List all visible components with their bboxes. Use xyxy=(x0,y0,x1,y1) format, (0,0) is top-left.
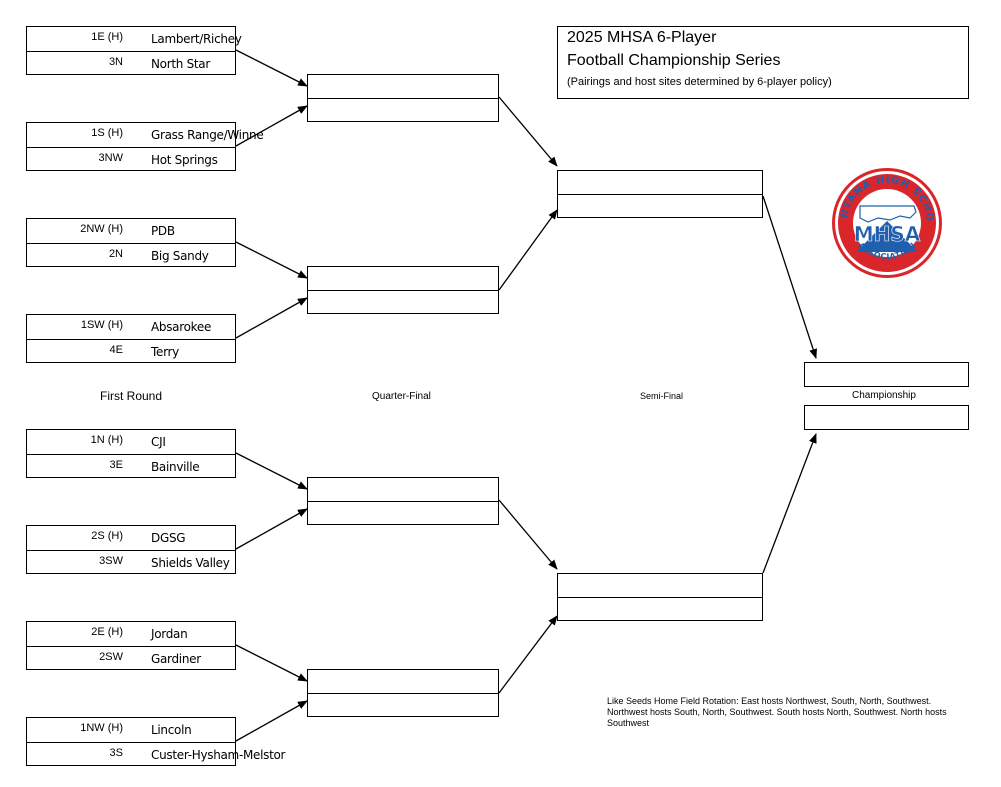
championship-slot-top xyxy=(804,362,969,387)
connector-arrow xyxy=(498,499,558,570)
round-label-quarter: Quarter-Final xyxy=(372,391,431,402)
slot-divider xyxy=(308,501,498,502)
team-name: Terry xyxy=(151,345,179,359)
championship-slot-bottom xyxy=(804,405,969,430)
team-name: Shields Valley xyxy=(151,556,230,570)
team-name: DGSG xyxy=(151,531,186,545)
team-name: Jordan xyxy=(151,627,188,641)
connector-arrow xyxy=(235,49,308,87)
matchup-top-row: 2S (H) DGSG xyxy=(27,526,235,550)
matchup-top-row: 1NW (H) Lincoln xyxy=(27,718,235,742)
montana-state-shape xyxy=(859,205,917,223)
title-subtitle: (Pairings and host sites determined by 6… xyxy=(567,76,832,88)
matchup-bottom-row: 2SW Gardiner xyxy=(27,646,235,671)
matchup-bottom-row: 3NW Hot Springs xyxy=(27,147,235,172)
first-round-matchup: 1N (H) CJI 3E Bainville xyxy=(26,429,236,478)
round-label-first: First Round xyxy=(100,389,163,403)
seed-label: 3NW xyxy=(98,152,123,164)
slot-divider xyxy=(308,290,498,291)
matchup-bottom-row: 3E Bainville xyxy=(27,454,235,479)
title-box: 2025 MHSA 6-Player Football Championship… xyxy=(557,26,969,99)
matchup-top-row: 1S (H) Grass Range/Winne xyxy=(27,123,264,147)
semi-final-slot xyxy=(557,573,763,621)
title-line-2: Football Championship Series xyxy=(567,52,781,69)
matchup-bottom-row: 4E Terry xyxy=(27,339,235,364)
connector-arrow xyxy=(762,433,817,574)
connector-arrow xyxy=(235,644,308,682)
quarter-final-slot xyxy=(307,266,499,314)
matchup-top-row: 2E (H) Jordan xyxy=(27,622,235,646)
quarter-final-slot xyxy=(307,477,499,525)
seed-label: 1SW (H) xyxy=(80,319,123,331)
connector-arrow xyxy=(235,297,308,339)
seed-label: 2S (H) xyxy=(91,530,123,542)
team-name: Grass Range/Winne xyxy=(151,128,264,142)
team-name: Custer-Hysham-Melstor xyxy=(151,748,286,762)
mhsa-logo: MONTANA HIGH SCHOOL ASSOCIATION MHSA xyxy=(830,166,942,278)
slot-divider xyxy=(308,693,498,694)
title-line-1: 2025 MHSA 6-Player xyxy=(567,29,717,46)
slot-divider xyxy=(308,98,498,99)
seed-label: 2E (H) xyxy=(91,626,123,638)
connector-arrow xyxy=(762,195,818,359)
connector-arrow xyxy=(235,105,308,147)
team-name: Gardiner xyxy=(151,652,201,666)
matchup-bottom-row: 3SW Shields Valley xyxy=(27,550,235,575)
team-name: Absarokee xyxy=(151,320,212,334)
connector-arrow xyxy=(498,209,558,291)
seed-label: 3N xyxy=(108,56,123,68)
first-round-matchup: 1S (H) Grass Range/Winne 3NW Hot Springs xyxy=(26,122,264,172)
matchup-top-row: 1N (H) CJI xyxy=(27,430,235,454)
first-round-matchup: 1SW (H) Absarokee 4E Terry xyxy=(26,314,236,363)
team-name: Hot Springs xyxy=(151,153,218,167)
seed-label: 1S (H) xyxy=(91,127,123,139)
first-round-matchup: 2E (H) Jordan 2SW Gardiner xyxy=(26,621,236,670)
seed-label: 1NW (H) xyxy=(80,722,123,734)
seed-label: 3S xyxy=(109,747,123,759)
team-name: Lambert/Richey xyxy=(151,32,242,46)
seed-label: 4E xyxy=(109,344,123,356)
seed-label: 2NW (H) xyxy=(80,223,123,235)
seed-label: 1N (H) xyxy=(90,434,123,446)
quarter-final-slot xyxy=(307,74,499,122)
seed-label: 1E (H) xyxy=(91,31,123,43)
seed-label: 2N xyxy=(108,248,123,260)
semi-final-slot xyxy=(557,170,763,218)
matchup-bottom-row: 2N Big Sandy xyxy=(27,243,235,268)
team-name: Bainville xyxy=(151,460,200,474)
matchup-top-row: 2NW (H) PDB xyxy=(27,219,235,243)
seed-label: 3E xyxy=(109,459,123,471)
round-label-championship: Championship xyxy=(852,390,916,401)
connector-arrow xyxy=(235,241,308,279)
logo-triangle xyxy=(856,221,918,252)
home-field-note: Like Seeds Home Field Rotation: East hos… xyxy=(607,696,947,728)
first-round-matchup: 2NW (H) PDB 2N Big Sandy xyxy=(26,218,236,267)
connector-arrow xyxy=(235,700,308,742)
matchup-bottom-row: 3N North Star xyxy=(27,51,235,76)
first-round-matchup: 1E (H) Lambert/Richey 3N North Star xyxy=(26,26,242,76)
seed-label: 2SW xyxy=(99,651,123,663)
quarter-final-slot xyxy=(307,669,499,717)
first-round-matchup: 2S (H) DGSG 3SW Shields Valley xyxy=(26,525,236,574)
matchup-top-row: 1SW (H) Absarokee xyxy=(27,315,235,339)
connector-arrow xyxy=(498,96,558,167)
matchup-top-row: 1E (H) Lambert/Richey xyxy=(27,27,242,51)
round-label-semi: Semi-Final xyxy=(640,391,684,401)
team-name: North Star xyxy=(151,57,210,71)
connector-arrow xyxy=(235,508,308,550)
slot-divider xyxy=(558,194,762,195)
team-name: CJI xyxy=(151,435,166,449)
seed-label: 3SW xyxy=(99,555,123,567)
connector-arrow xyxy=(498,615,558,694)
team-name: PDB xyxy=(151,224,175,238)
team-name: Big Sandy xyxy=(151,249,209,263)
first-round-matchup: 1NW (H) Lincoln 3S Custer-Hysham-Melstor xyxy=(26,717,285,767)
logo-center-text: MHSA xyxy=(854,222,921,246)
team-name: Lincoln xyxy=(151,723,192,737)
matchup-bottom-row: 3S Custer-Hysham-Melstor xyxy=(27,742,285,767)
connector-arrow xyxy=(235,452,308,490)
slot-divider xyxy=(558,597,762,598)
